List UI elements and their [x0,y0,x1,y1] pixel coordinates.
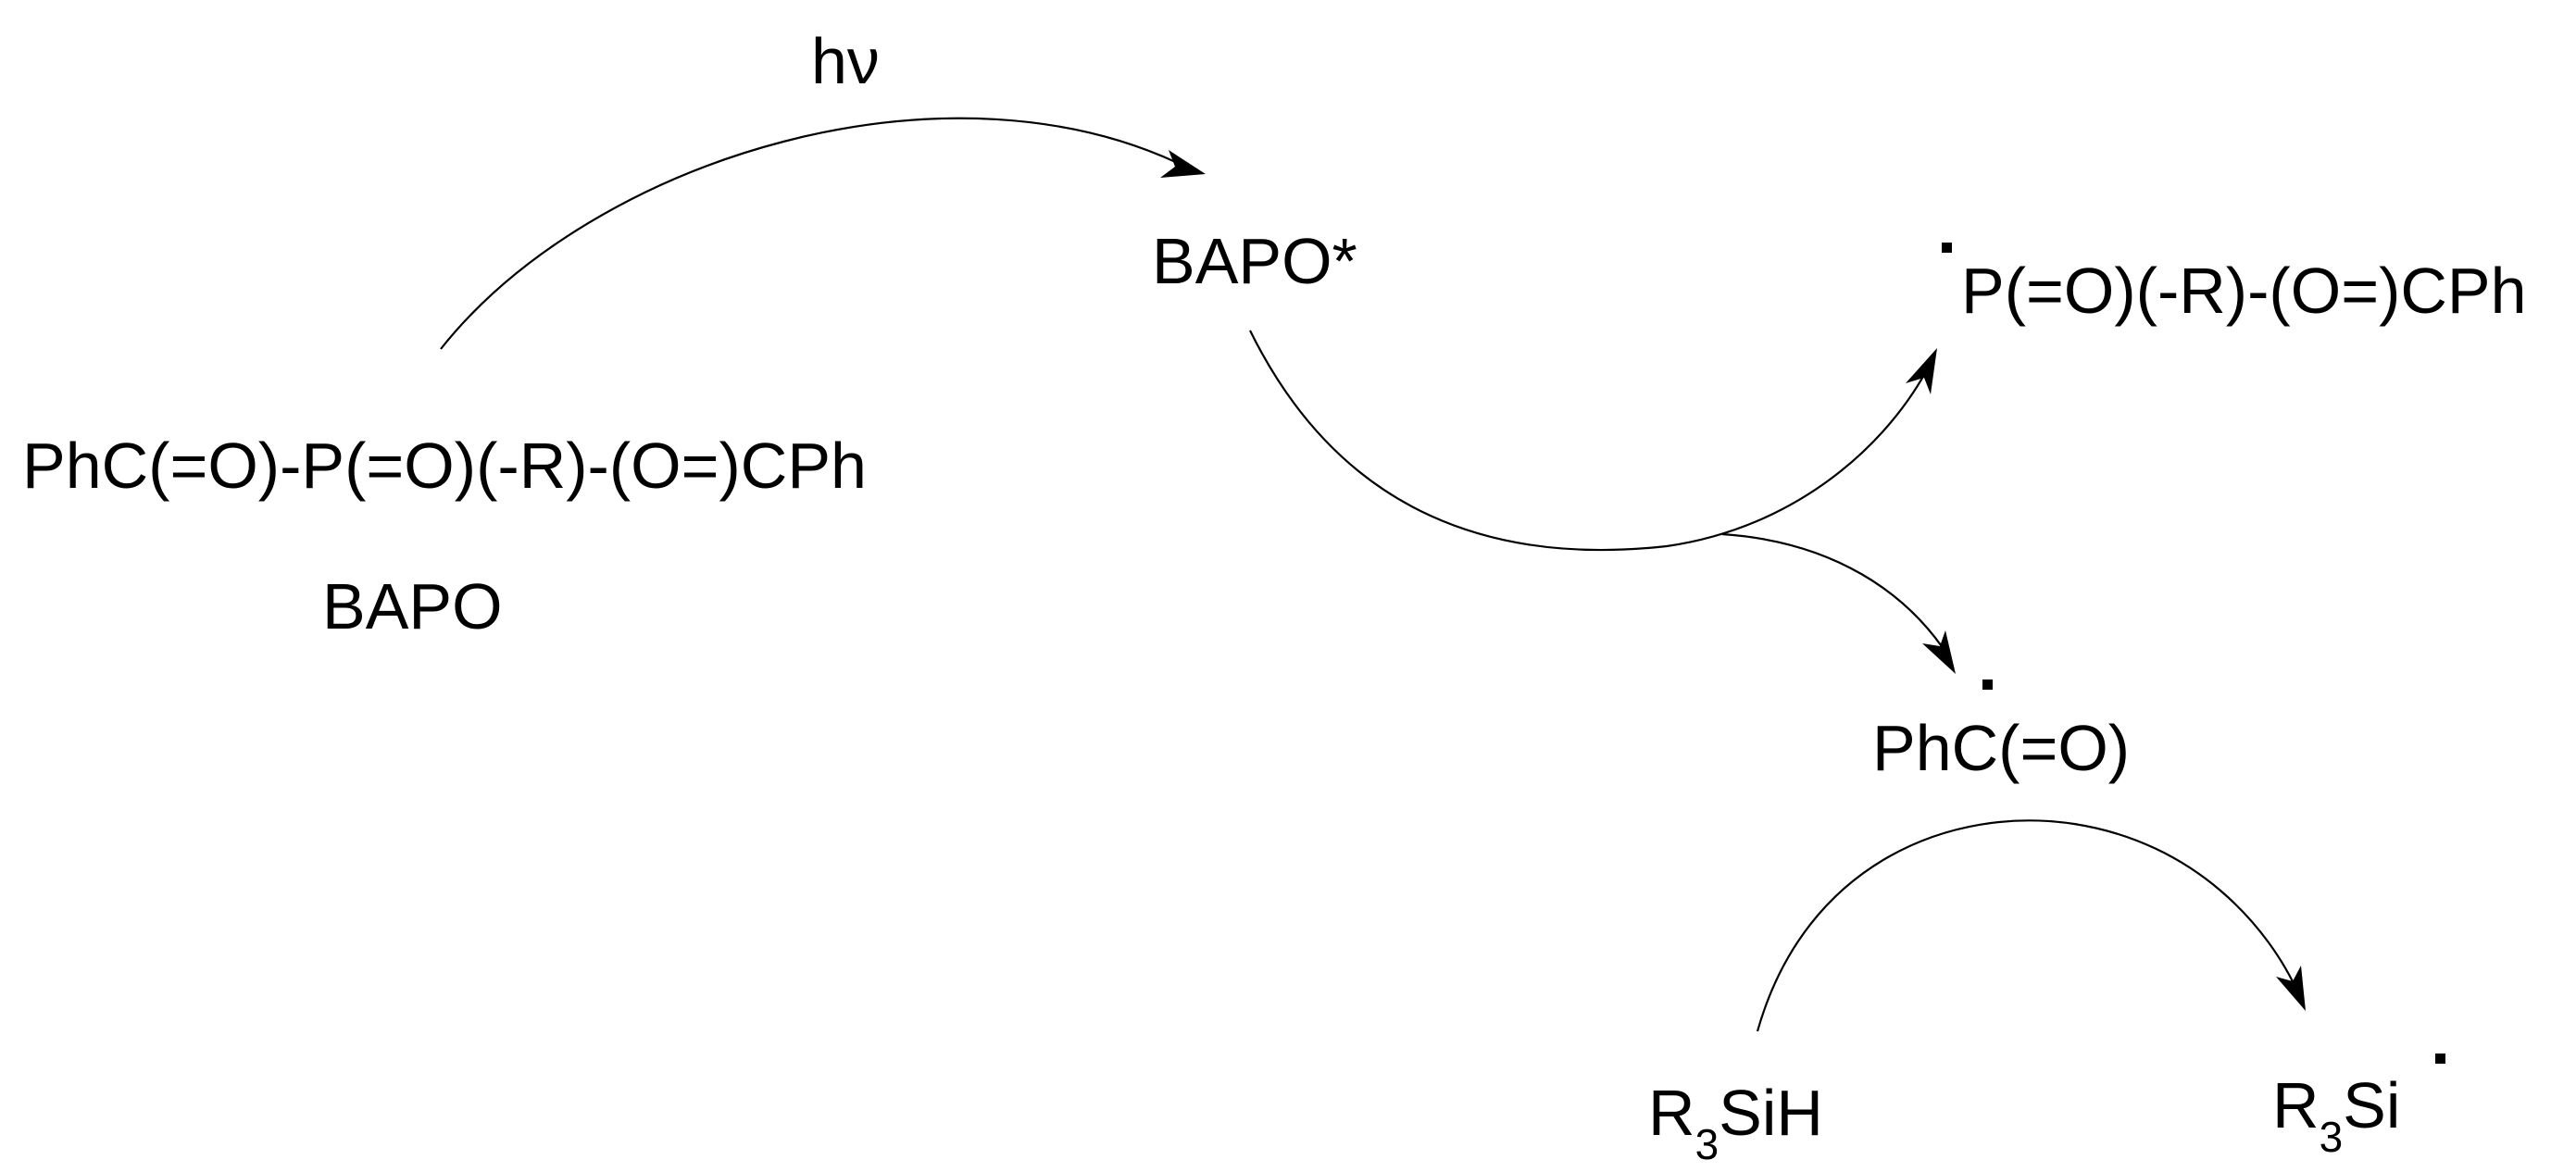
benzoyl-branch-arrow-curve [1721,532,1950,658]
silane-rest: SiH [1719,1077,1823,1149]
silane-r: R [1648,1077,1695,1149]
silyl-rest: Si [2343,1069,2400,1141]
abstraction-arrow-curve [1756,819,2301,1032]
benzoyl-radical-label: PhC(=O) [1872,712,2130,784]
excitation-arrowhead [1160,150,1206,178]
bapo-formula-label: PhC(=O)-P(=O)(-R)-(O=)CPh [22,430,867,502]
cleavage-arrowhead-phosphinoyl [1906,348,1937,394]
abstraction-arrowhead [2276,966,2306,1011]
benzoyl-branch-arrowhead [1922,630,1956,674]
cleavage-arrow-curve [1249,330,1932,552]
silyl-subscript: 3 [2320,1113,2344,1161]
radical-dot-benzoyl [1982,680,1993,690]
silyl-radical-label: R3Si [2272,1069,2400,1161]
silane-label: R3SiH [1648,1077,1823,1168]
light-hv-label: hν [811,25,880,97]
excitation-arrow-curve [440,117,1195,350]
silyl-r: R [2272,1069,2320,1141]
bapo-name-label: BAPO [322,570,503,642]
phosphinoyl-radical-label: P(=O)(-R)-(O=)CPh [1961,255,2527,327]
bapo-excited-label: BAPO* [1152,225,1357,297]
silane-subscript: 3 [1695,1120,1719,1168]
radical-dot-phosphinoyl [1942,243,1952,253]
radical-dot-silyl [2435,1054,2445,1064]
